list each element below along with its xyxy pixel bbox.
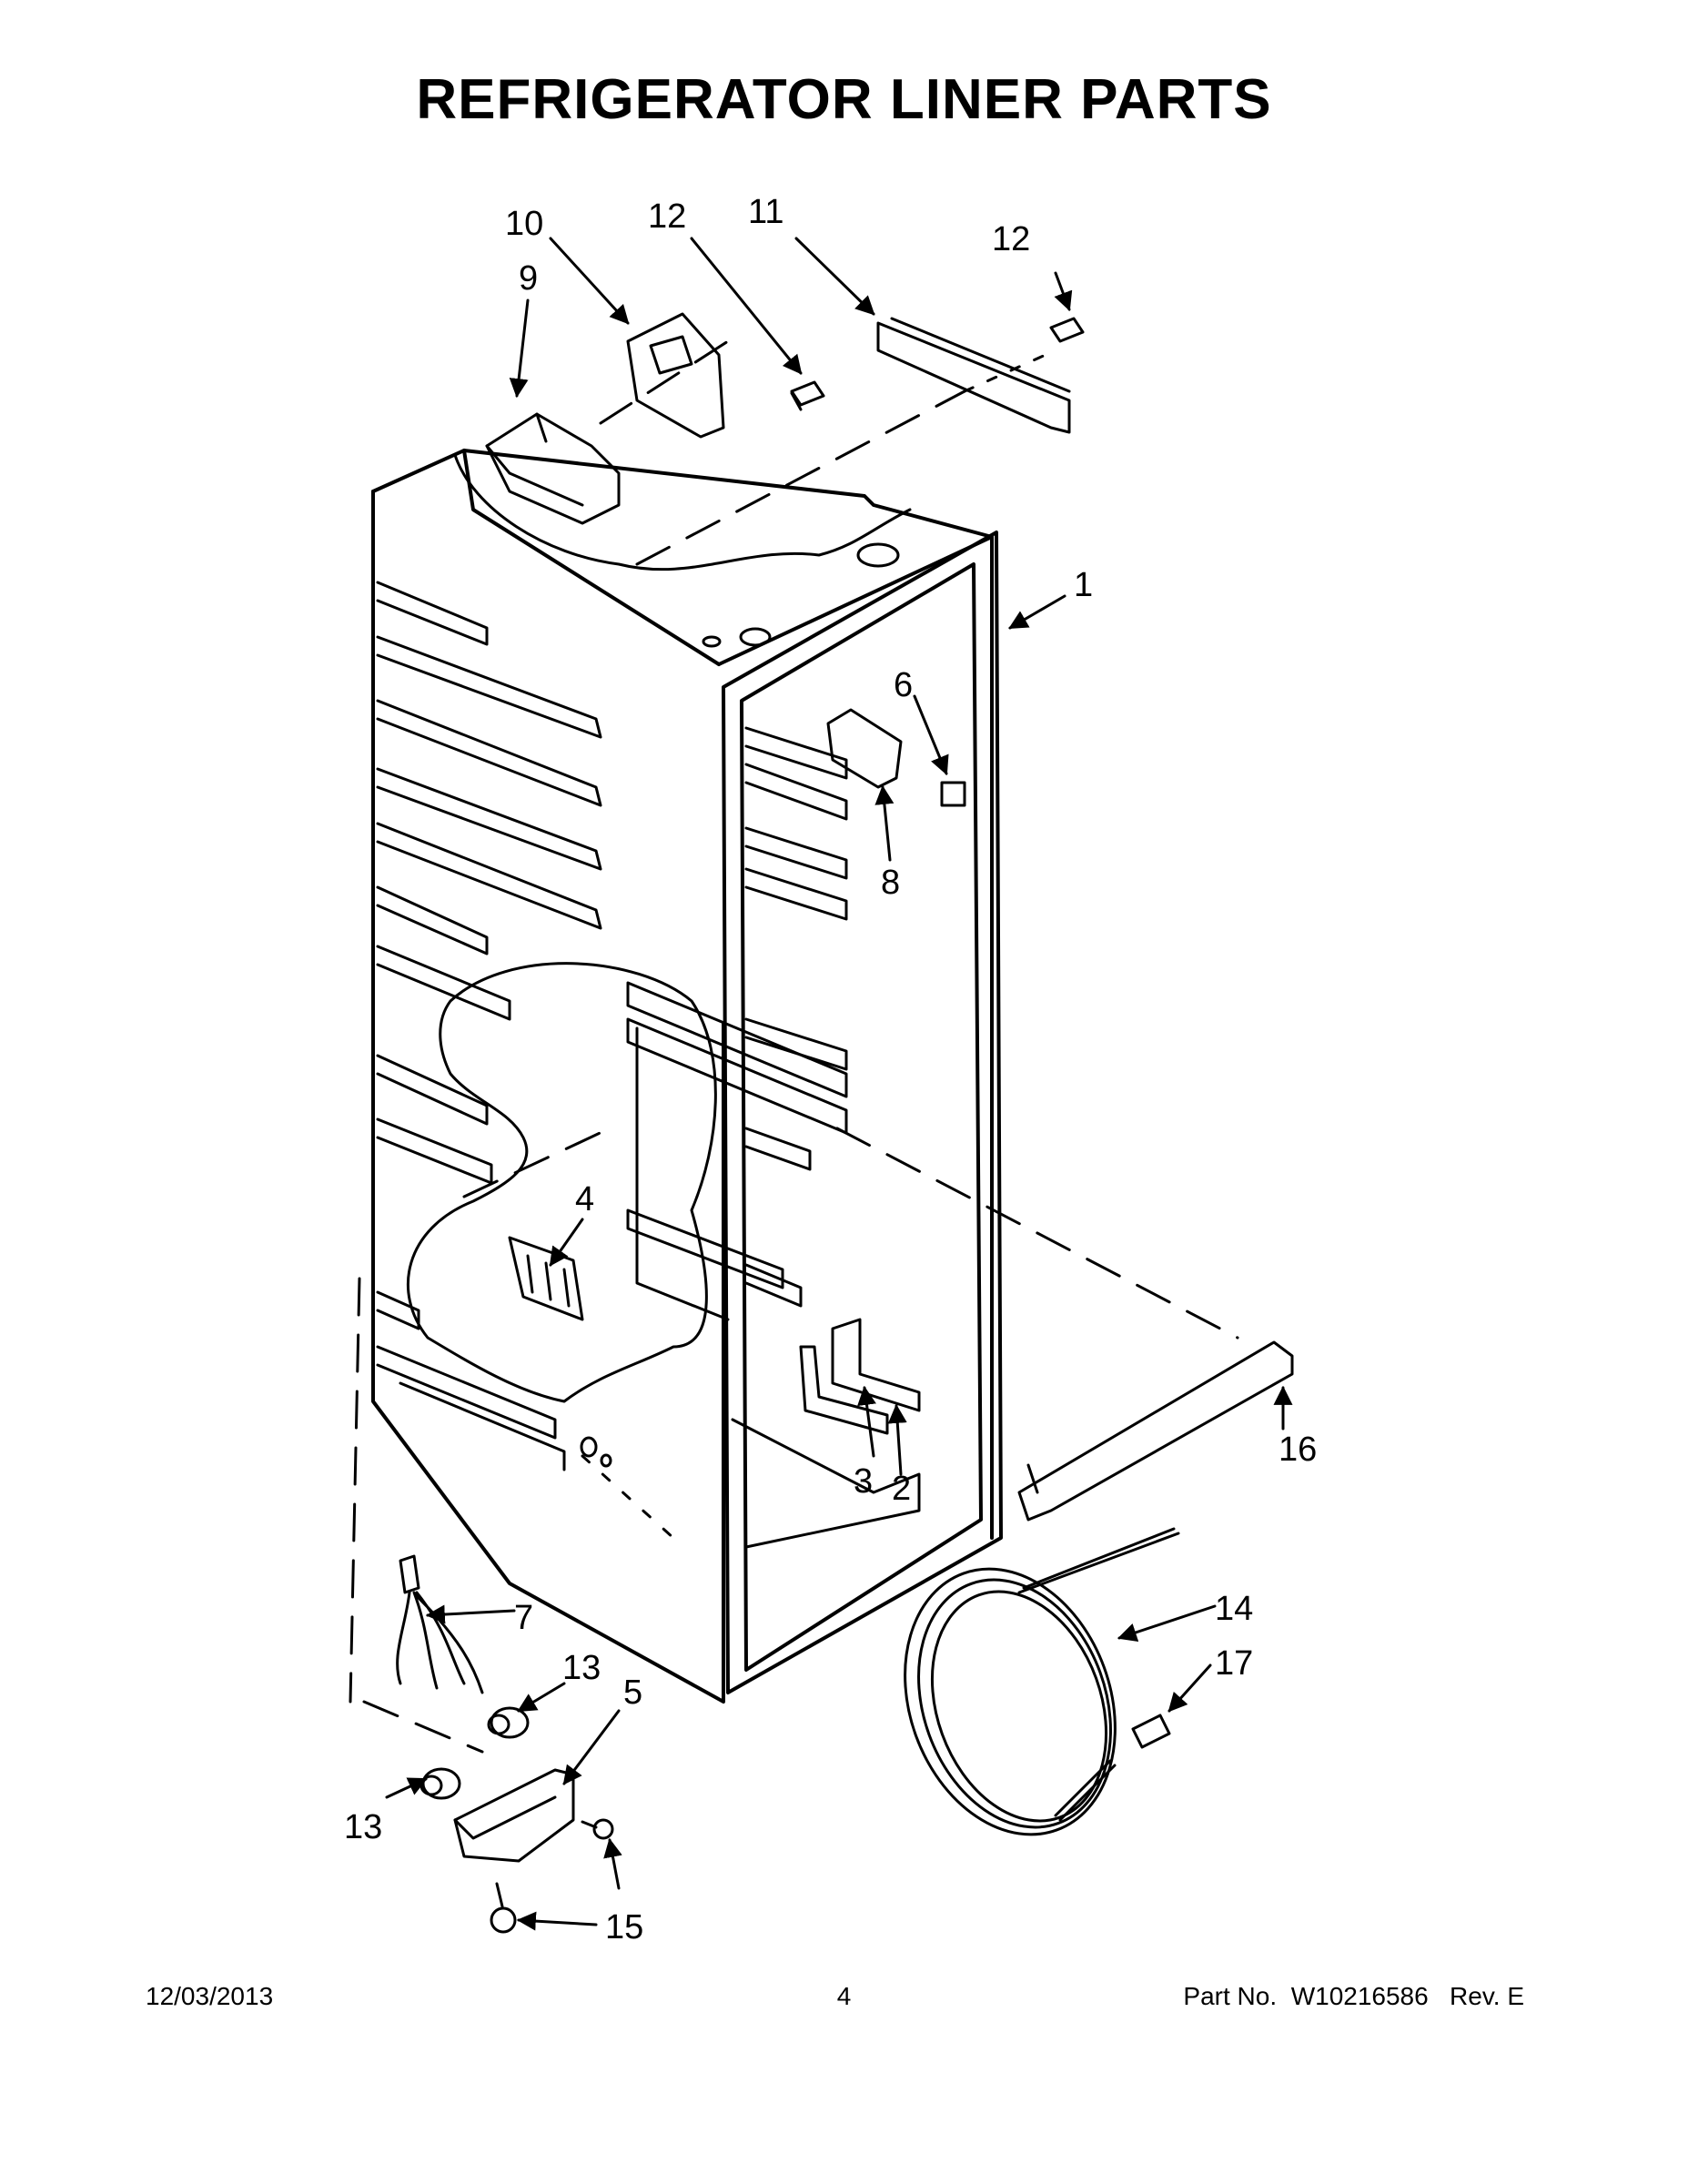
footer-part-info: Part No. W10216586 Rev. E	[1183, 1982, 1524, 2011]
callout-12a: 12	[648, 197, 686, 236]
screw-12a	[790, 380, 825, 411]
callout-15: 15	[605, 1908, 643, 1946]
part-4-grille	[508, 1236, 584, 1321]
callout-6: 6	[894, 666, 913, 704]
part-13-knob-b	[419, 1767, 461, 1800]
part-14-tubing	[904, 1527, 1180, 1836]
screw-6	[940, 781, 966, 807]
part-7-wire-harness	[396, 1554, 484, 1694]
screw-17	[1131, 1714, 1171, 1749]
callout-14: 14	[1215, 1590, 1253, 1628]
callout-3: 3	[854, 1462, 873, 1501]
screw-12b	[1049, 317, 1085, 343]
part-number-label: Part No.	[1183, 1982, 1278, 2010]
callout-4: 4	[575, 1180, 594, 1218]
assembly-lines	[349, 339, 1239, 1754]
part-number: W10216586	[1290, 1982, 1429, 2010]
footer-date: 12/03/2013	[146, 1982, 274, 2010]
part-3-strip	[799, 1345, 889, 1435]
footer-page-number: 4	[836, 1982, 852, 2010]
page-title: REFRIGERATOR LINER PARTS	[416, 68, 1272, 131]
callout-8: 8	[881, 864, 900, 902]
part-13-knob-a	[487, 1706, 530, 1739]
part-5-cover	[453, 1768, 575, 1863]
callout-10: 10	[505, 205, 543, 243]
part-9-housing	[485, 412, 621, 525]
part-2-bracket	[831, 1318, 921, 1412]
callout-13b: 13	[344, 1808, 382, 1846]
callout-12b: 12	[992, 220, 1030, 258]
callout-7: 7	[514, 1599, 533, 1637]
callout-13a: 13	[562, 1649, 601, 1687]
callout-1: 1	[1074, 566, 1093, 604]
callout-9: 9	[519, 259, 538, 298]
part-11-rail	[876, 317, 1071, 434]
callout-numbers: 10 9 12 11 12 1 6 8 4 3 2 16 14 17 7 13 …	[344, 193, 1317, 1946]
callout-2: 2	[892, 1470, 911, 1508]
part-15-plug-a	[581, 1818, 614, 1840]
revision: Rev. E	[1450, 1982, 1524, 2010]
part-8-bracket	[826, 708, 903, 789]
callout-5: 5	[623, 1673, 642, 1712]
callout-16: 16	[1279, 1431, 1317, 1469]
callout-11: 11	[748, 193, 783, 231]
part-10-bracket	[626, 312, 725, 439]
part-16-bracket	[1017, 1340, 1294, 1522]
callout-17: 17	[1215, 1644, 1253, 1683]
refrigerator-liner	[371, 449, 1003, 1704]
part-15-plug-b	[490, 1882, 517, 1934]
callout-leaders	[385, 237, 1293, 1931]
